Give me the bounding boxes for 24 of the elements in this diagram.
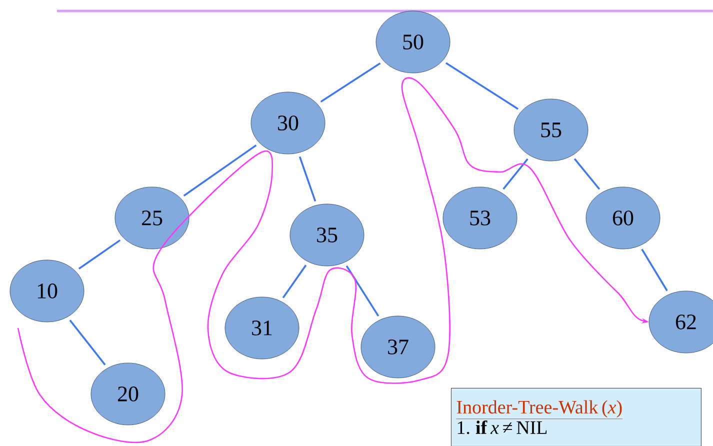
tree-node: 37 [360,316,436,378]
tree-node: 53 [442,186,518,250]
tree-edge [298,156,316,202]
tree-edge [78,239,121,270]
tree-edge [574,158,600,190]
tree-edge [641,248,668,292]
tree-edge [183,144,257,196]
tree-edge [446,62,518,110]
code-box: Inorder-Tree-Walk (x) 1. if x ≠ NIL [451,388,702,446]
tree-node: 55 [514,98,588,162]
tree-node: 50 [376,10,450,74]
tree-edge [502,158,528,190]
tree-edge [346,265,380,317]
tree-node: 20 [90,362,166,426]
tree-node: 25 [114,186,190,250]
tree-node: 60 [586,186,660,250]
tree-edge [69,320,106,366]
tree-node: 35 [290,204,364,266]
tree-edge [282,264,307,298]
tree-node: 62 [648,290,713,354]
tree-node: 31 [224,296,300,360]
tree-node: 10 [10,260,84,322]
tree-edge [320,62,381,102]
tree-node: 30 [250,92,326,154]
